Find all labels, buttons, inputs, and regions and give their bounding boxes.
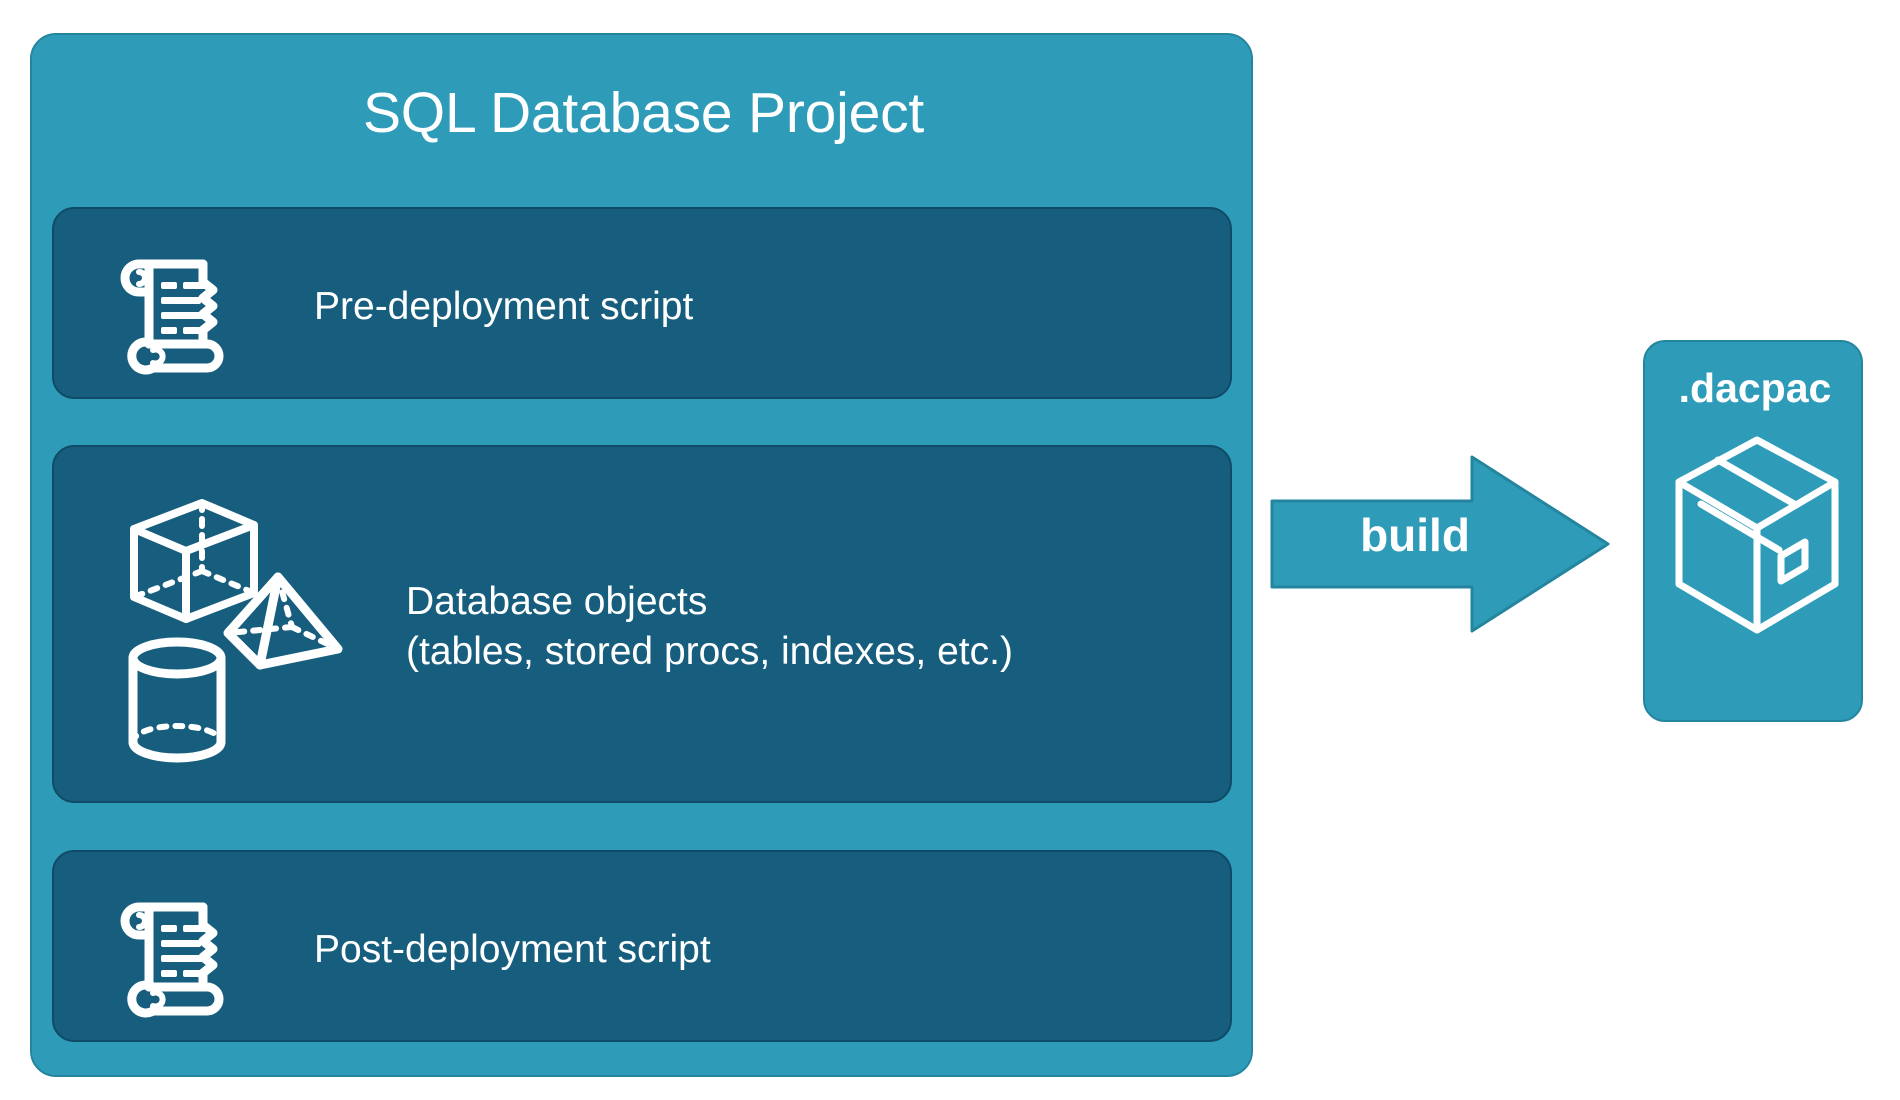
scroll-icon bbox=[109, 244, 231, 375]
cube-icon bbox=[124, 489, 264, 624]
sql-database-project-panel: SQL Database Project bbox=[30, 33, 1253, 1077]
package-box-icon bbox=[1673, 434, 1841, 642]
card-database-objects-line1: Database objects bbox=[406, 580, 708, 623]
card-database-objects-line2: (tables, stored procs, indexes, etc.) bbox=[406, 629, 1013, 673]
card-post-deployment[interactable]: Post-deployment script bbox=[52, 850, 1232, 1042]
scroll-icon bbox=[109, 887, 231, 1018]
card-database-objects[interactable]: Database objects (tables, stored procs, i… bbox=[52, 445, 1232, 803]
database-shapes-group bbox=[74, 489, 394, 779]
page-title: SQL Database Project bbox=[362, 81, 925, 145]
card-pre-deployment-label: Pre-deployment script bbox=[314, 285, 694, 328]
dacpac-label: .dacpac bbox=[1678, 365, 1832, 411]
build-arrow-label: build bbox=[1360, 509, 1470, 561]
pyramid-icon bbox=[214, 569, 374, 714]
arrow-right-icon bbox=[1270, 455, 1610, 633]
card-pre-deployment[interactable]: Pre-deployment script bbox=[52, 207, 1232, 399]
card-database-objects-label: Database objects (tables, stored procs, i… bbox=[406, 577, 1013, 677]
dacpac-output-panel[interactable]: .dacpac bbox=[1643, 340, 1863, 722]
cylinder-icon bbox=[122, 634, 232, 769]
card-post-deployment-label: Post-deployment script bbox=[314, 928, 711, 971]
